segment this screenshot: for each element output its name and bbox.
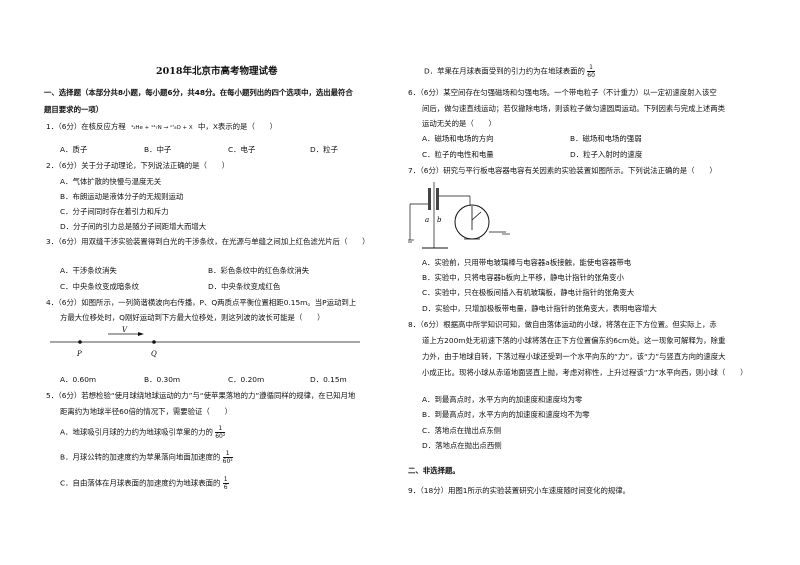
q5-fraction-b-denominator: 60² bbox=[222, 458, 233, 465]
q8-stem-line3: 力外，由于地球自转，下落过程小球还受到一个水平向东的“力”，该“力”与竖直方向的… bbox=[422, 352, 726, 361]
q2-stem: 2．（6分）关于分子动理论，下列说法正确的是（ ） bbox=[46, 161, 230, 170]
q4-figure-arrowhead bbox=[138, 332, 144, 336]
q5-option-c-text: C．自由落体在月球表面的加速度约为地球表面的 bbox=[60, 478, 221, 488]
q5-option-b-text: B．月球公转的加速度约为苹果落向地面加速度的 bbox=[60, 452, 221, 462]
q4-option-a: A．0.60m bbox=[60, 375, 97, 384]
q5-fraction-d-numerator: 1 bbox=[587, 64, 595, 72]
q3-option-a: A．干涉条纹消失 bbox=[60, 266, 117, 275]
q4-figure-label-p: P bbox=[76, 350, 82, 358]
q1-stem-b: 中，X表示的是（ ） bbox=[198, 122, 278, 131]
q5-option-d-text: D．苹果在月球表面受到的引力约为在地球表面的 bbox=[424, 66, 585, 76]
section2-heading: 二、非选择题。 bbox=[408, 466, 460, 475]
q7-option-b: B．实验中，只将电容器b板向上平移，静电计指针的张角变小 bbox=[422, 273, 624, 282]
q5-fraction-c-numerator: 1 bbox=[222, 476, 229, 484]
q3-stem: 3．（6分）用双缝干涉实验装置得到白光的干涉条纹，在光源与单缝之间加上红色滤光片… bbox=[46, 237, 370, 246]
q7-figure-label-a: a bbox=[425, 216, 429, 224]
q7-capacitor-figure: a b bbox=[408, 182, 510, 249]
q4-wave-figure: V P Q bbox=[50, 326, 360, 358]
q7-option-a: A．实验前，只用带电玻璃棒与电容器a板接触，能使电容器带电 bbox=[422, 258, 632, 267]
q4-figure-label-q: Q bbox=[151, 350, 157, 358]
q2-option-d: D．分子间的引力总是随分子间距增大而增大 bbox=[60, 222, 207, 231]
q1-option-c: C．电子 bbox=[228, 145, 256, 154]
q3-option-b: B．彩色条纹中的红色条纹消失 bbox=[208, 266, 310, 275]
q9-stem: 9．（18分）用图1所示的实验装置研究小车速度随时间变化的规律。 bbox=[408, 486, 631, 495]
section1-heading-line1: 一、选择题（本部分共8小题，每小题6分，共48分。在每小题列出的四个选项中，选出… bbox=[44, 88, 353, 97]
section1-heading-line2: 题目要求的一项） bbox=[44, 105, 104, 114]
q6-option-c: C．粒子的电性和电量 bbox=[422, 150, 494, 159]
q7-stem: 7．（6分）研究与平行板电容器电容有关因素的实验装置如图所示。下列说法正确的是（… bbox=[408, 166, 717, 175]
q7-option-c: C．实验中，只在极板间插入有机玻璃板，静电计指针的张角变大 bbox=[422, 288, 635, 297]
q6-stem-line3: 运动无关的是（ ） bbox=[422, 119, 496, 128]
q5-stem-line1: 5．（6分）若想检验“使月球绕地球运动的力”与“使苹果落地的力”遵循同样的规律，… bbox=[46, 391, 356, 400]
q6-option-b: B．磁场和电场的强弱 bbox=[570, 134, 642, 143]
q1-equation: ⁴₂He + ¹⁴₇N → ¹⁷₈O + X bbox=[130, 125, 193, 131]
q2-option-c: C．分子间同时存在着引力和斥力 bbox=[60, 207, 169, 216]
q7-figure-plate-b bbox=[436, 188, 439, 210]
q5-fraction-a-denominator: 60² bbox=[215, 433, 226, 440]
q6-option-d: D．粒子入射时的速度 bbox=[570, 150, 643, 159]
q1-stem: 1．（6分）在核反应方程 ⁴₂He + ¹⁴₇N → ¹⁷₈O + X 中，X表… bbox=[46, 122, 277, 132]
q1-stem-a: 1．（6分）在核反应方程 bbox=[46, 122, 126, 131]
q4-figure-point-q bbox=[152, 340, 156, 344]
q4-option-d: D．0.15m bbox=[310, 375, 347, 384]
q6-stem-line2: 间后，做匀速直线运动；若仅撤除电场，则该粒子做匀速圆周运动。下列因素与完成上述两… bbox=[422, 104, 726, 113]
q1-option-a: A．质子 bbox=[60, 145, 88, 154]
q8-option-b: B．到最高点时，水平方向的加速度和速度均不为零 bbox=[422, 410, 590, 419]
q7-option-d: D．实验中，只增加极板带电量，静电计指针的张角变大，表明电容增大 bbox=[422, 304, 657, 313]
q3-option-d: D．中央条纹变成红色 bbox=[208, 282, 281, 291]
q5-fraction-d-denominator: 60 bbox=[587, 72, 595, 79]
q4-stem-line1: 4．（6分）如图所示，一列简谐横波向右传播，P、Q两质点平衡位置相距0.15m。… bbox=[46, 298, 357, 307]
q8-option-a: A．到最高点时，水平方向的加速度和速度均为零 bbox=[422, 395, 583, 404]
q3-option-c: C．中央条纹变成暗条纹 bbox=[60, 282, 140, 291]
q5-fraction-b-numerator: 1 bbox=[222, 450, 233, 458]
q6-option-a: A．磁场和电场的方向 bbox=[422, 134, 494, 143]
q2-option-b: B．布朗运动是液体分子的无规则运动 bbox=[60, 192, 184, 201]
q8-option-c: C．落地点在抛出点东侧 bbox=[422, 426, 502, 435]
q8-stem-line2: 道上方200m处无初速下落的小球将落在正下方位置偏东约6cm处。这一现象可解释为… bbox=[422, 336, 726, 345]
q7-figure-electrometer-needle bbox=[471, 211, 482, 221]
q7-figure-plate-a bbox=[428, 188, 431, 210]
q5-fraction-a-numerator: 1 bbox=[215, 425, 226, 433]
q2-option-a: A．气体扩散的快慢与温度无关 bbox=[60, 177, 162, 186]
q5-option-a-text: A．地球吸引月球的力约为地球吸引苹果的力的 bbox=[60, 427, 213, 437]
q4-option-b: B．0.30m bbox=[144, 375, 181, 384]
q6-stem-line1: 6．（6分）某空间存在匀强磁场和匀强电场。一个带电粒子（不计重力）以一定初速度射… bbox=[408, 88, 717, 97]
q8-option-d: D．落地点在抛出点西侧 bbox=[422, 441, 502, 450]
q5-stem-line2: 距离约为地球半径60倍的情况下，需要验证（ ） bbox=[60, 407, 233, 416]
q1-option-d: D．粒子 bbox=[310, 145, 338, 154]
q7-figure-label-b: b bbox=[437, 216, 442, 224]
q4-figure-point-p bbox=[78, 340, 82, 344]
q5-fraction-c-denominator: 6 bbox=[223, 484, 228, 491]
q4-figure-label-v: V bbox=[122, 326, 128, 334]
q1-option-b: B．中子 bbox=[144, 145, 172, 154]
q4-stem-line2: 方最大位移处时，Q刚好运动到下方最大位移处，则这列波的波长可能是（ ） bbox=[60, 313, 325, 322]
q4-option-c: C．0.20m bbox=[228, 375, 265, 384]
q8-stem-line4: 小成正比。现将小球从赤道地面竖直上抛，考虑对称性，上升过程该“力”水平向西，则小… bbox=[422, 368, 748, 377]
page-title: 2018年北京市高考物理试卷 bbox=[156, 66, 278, 77]
q8-stem-line1: 8．（6分）根据高中所学知识可知，做自由落体运动的小球，将落在正下方位置。但实际… bbox=[408, 320, 717, 329]
